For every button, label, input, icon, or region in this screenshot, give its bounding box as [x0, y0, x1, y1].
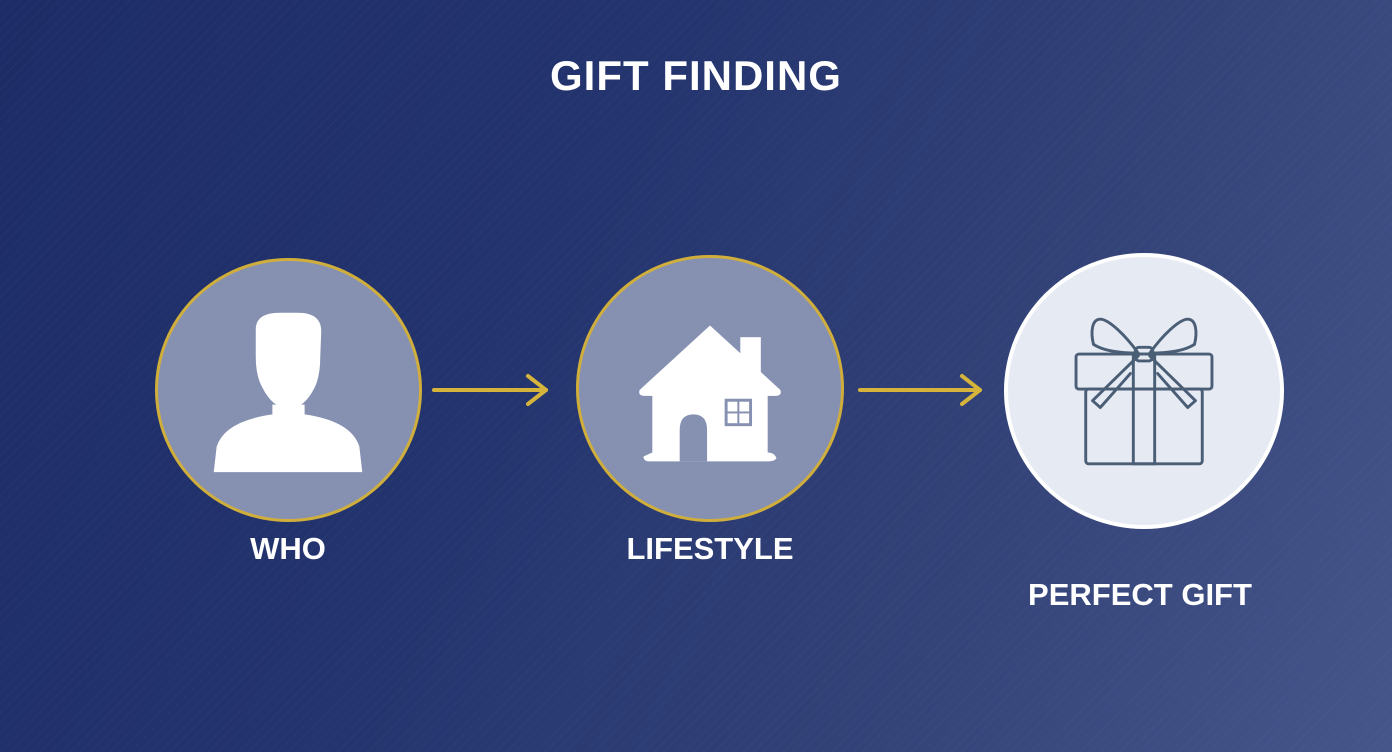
- step-label-perfect-gift: PERFECT GIFT: [1028, 577, 1252, 612]
- lifestyle-circle: [576, 255, 844, 522]
- diagram-title: GIFT FINDING: [550, 52, 842, 99]
- arrow-right-icon: [432, 374, 548, 406]
- person-icon: [213, 312, 363, 473]
- gift-box-icon: [1074, 317, 1214, 466]
- arrow-right-icon: [858, 374, 982, 406]
- step-label-who: WHO: [250, 531, 326, 566]
- perfect-gift-circle: [1004, 253, 1284, 529]
- house-icon: [639, 325, 781, 462]
- step-label-lifestyle: LIFESTYLE: [626, 531, 794, 566]
- who-circle: [155, 258, 422, 522]
